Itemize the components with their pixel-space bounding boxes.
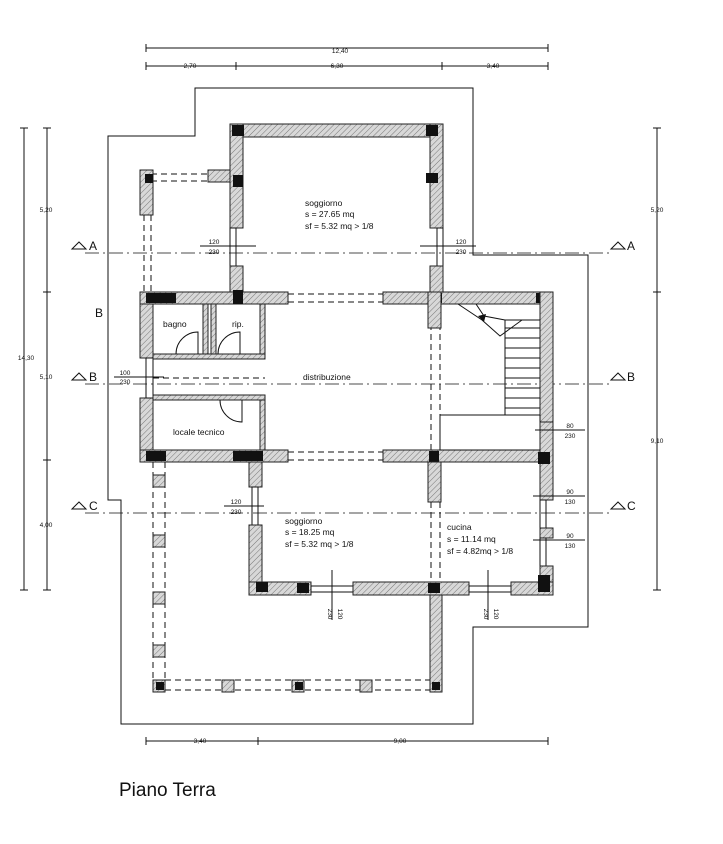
dim-left-1: 5,20 (40, 207, 53, 214)
top-dimensions: 12,40 2,70 6,30 3,40 (145, 44, 549, 70)
dim-left-2: 5,10 (40, 374, 53, 381)
room-lower-living-sf: sf = 5.32 mq > 1/8 (285, 539, 354, 549)
opening-w-5: 120 (231, 499, 242, 506)
room-hall: distribuzione (303, 372, 351, 382)
room-technical: locale tecnico (173, 427, 225, 437)
opening-w-8: 120 (336, 609, 343, 620)
dim-bottom-2: 9,00 (394, 738, 407, 745)
left-porch-dashed (139, 169, 231, 292)
upper-living-walls (229, 123, 444, 293)
opening-h-5: 230 (231, 509, 242, 516)
lower-porch-dashed (152, 462, 443, 693)
right-dimensions: 5,20 9,10 (651, 127, 664, 591)
opening-h-9: 230 (482, 609, 489, 620)
room-kitchen-name: cucina (447, 522, 472, 532)
section-line-c: C C (70, 499, 636, 514)
opening-w-4: 80 (566, 423, 574, 430)
room-lower-living-area: s = 18.25 mq (285, 527, 335, 537)
section-c-left: C (89, 499, 98, 513)
section-b-left: B (89, 370, 97, 384)
opening-h-4: 230 (565, 433, 576, 440)
opening-h-6: 130 (565, 499, 576, 506)
left-dimensions: 14,30 5,20 5,10 4,00 (18, 127, 53, 591)
dim-top-total: 12,40 (332, 48, 349, 55)
room-upper-living-area: s = 27.65 mq (305, 209, 355, 219)
opening-w-6: 90 (566, 489, 574, 496)
room-lower-living-name: soggiorno (285, 516, 323, 526)
dim-left-3: 4,00 (40, 522, 53, 529)
section-line-b: B B B (70, 306, 635, 385)
site-outline (107, 87, 589, 725)
lower-walls (248, 421, 554, 596)
opening-w-9: 120 (492, 609, 499, 620)
room-kitchen-area: s = 11.14 mq (447, 534, 496, 544)
opening-w-1: 120 (209, 239, 220, 246)
dim-right-1: 5,20 (651, 207, 664, 214)
room-labels: soggiorno s = 27.65 mq sf = 5.32 mq > 1/… (163, 198, 513, 556)
opening-w-7: 90 (566, 533, 574, 540)
bottom-dimensions: 3,40 9,00 (145, 737, 549, 745)
opening-labels: 120 230 120 230 100 230 80 230 120 230 9… (114, 239, 585, 620)
opening-h-8: 230 (326, 609, 333, 620)
dim-top-3: 3,40 (487, 63, 500, 70)
opening-h-2: 230 (456, 249, 467, 256)
central-walls (139, 290, 554, 465)
section-b-mark: B (95, 306, 103, 320)
section-b-right: B (627, 370, 635, 384)
dim-top-2: 6,30 (331, 63, 344, 70)
room-upper-living-sf: sf = 5.32 mq > 1/8 (305, 221, 374, 231)
opening-w-2: 120 (456, 239, 467, 246)
section-c-right: C (627, 499, 636, 513)
room-upper-living-name: soggiorno (305, 198, 343, 208)
opening-h-1: 230 (209, 249, 220, 256)
opening-h-7: 130 (565, 543, 576, 550)
dim-top-1: 2,70 (184, 63, 197, 70)
dim-left-total: 14,30 (18, 355, 35, 362)
room-bathroom: bagno (163, 319, 187, 329)
dim-right-2: 9,10 (651, 438, 664, 445)
section-line-a: A A (70, 239, 635, 254)
dim-bottom-1: 3,40 (194, 738, 207, 745)
plan-title: Piano Terra (119, 780, 216, 801)
section-a-right: A (627, 239, 635, 253)
opening-h-3: 230 (120, 379, 131, 386)
room-kitchen-sf: sf = 4.82mq > 1/8 (447, 546, 513, 556)
opening-w-3: 100 (120, 370, 131, 377)
room-storage: rip. (232, 319, 244, 329)
section-a-left: A (89, 239, 97, 253)
staircase (439, 303, 541, 451)
